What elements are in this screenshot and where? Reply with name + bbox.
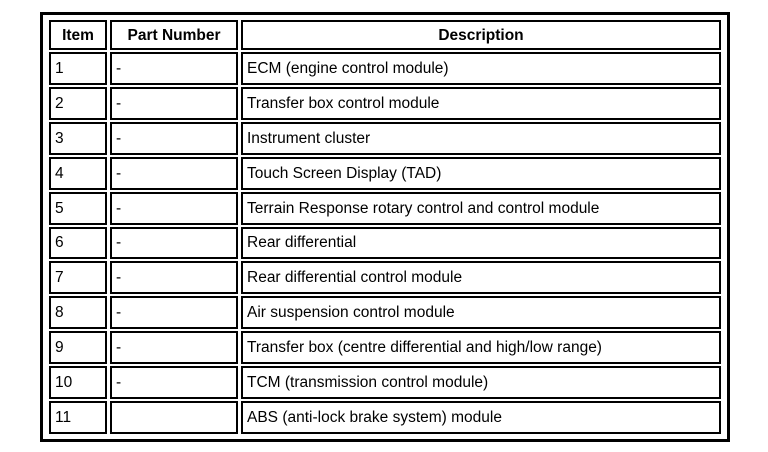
cell-item: 5 bbox=[49, 191, 107, 225]
parts-table-frame: Item Part Number Description 1-ECM (engi… bbox=[40, 12, 730, 442]
column-header-part-number: Part Number bbox=[110, 20, 238, 50]
table-row: 7-Rear differential control module bbox=[49, 261, 721, 295]
cell-description: ECM (engine control module) bbox=[241, 52, 721, 85]
table-row: 5-Terrain Response rotary control and co… bbox=[49, 191, 721, 225]
cell-description: TCM (transmission control module) bbox=[241, 366, 721, 400]
table-row: 1-ECM (engine control module) bbox=[49, 52, 721, 85]
table-row: 6-Rear differential bbox=[49, 226, 721, 260]
cell-description: Rear differential bbox=[241, 226, 721, 260]
table-row: 2-Transfer box control module bbox=[49, 86, 721, 120]
cell-part-number: - bbox=[110, 261, 238, 295]
cell-part-number: - bbox=[110, 52, 238, 85]
cell-part-number: - bbox=[110, 366, 238, 400]
cell-description: Touch Screen Display (TAD) bbox=[241, 156, 721, 190]
parts-table: Item Part Number Description 1-ECM (engi… bbox=[46, 18, 724, 436]
column-header-item: Item bbox=[49, 20, 107, 50]
cell-part-number: - bbox=[110, 226, 238, 260]
table-header-row: Item Part Number Description bbox=[49, 20, 721, 50]
cell-description: Transfer box (centre differential and hi… bbox=[241, 331, 721, 365]
cell-part-number: - bbox=[110, 121, 238, 155]
cell-description: Transfer box control module bbox=[241, 86, 721, 120]
cell-item: 8 bbox=[49, 296, 107, 330]
cell-part-number: - bbox=[110, 331, 238, 365]
cell-item: 3 bbox=[49, 121, 107, 155]
cell-description: Terrain Response rotary control and cont… bbox=[241, 191, 721, 225]
cell-item: 1 bbox=[49, 52, 107, 85]
cell-part-number: - bbox=[110, 296, 238, 330]
column-header-description: Description bbox=[241, 20, 721, 50]
cell-item: 7 bbox=[49, 261, 107, 295]
cell-item: 11 bbox=[49, 401, 107, 434]
table-row: 9-Transfer box (centre differential and … bbox=[49, 331, 721, 365]
table-row: 11 ABS (anti-lock brake system) module bbox=[49, 401, 721, 434]
cell-part-number: - bbox=[110, 191, 238, 225]
cell-description: Instrument cluster bbox=[241, 121, 721, 155]
cell-description: Rear differential control module bbox=[241, 261, 721, 295]
cell-item: 2 bbox=[49, 86, 107, 120]
cell-item: 9 bbox=[49, 331, 107, 365]
table-row: 10-TCM (transmission control module) bbox=[49, 366, 721, 400]
cell-item: 6 bbox=[49, 226, 107, 260]
table-row: 8-Air suspension control module bbox=[49, 296, 721, 330]
cell-description: ABS (anti-lock brake system) module bbox=[241, 401, 721, 434]
cell-part-number: - bbox=[110, 156, 238, 190]
cell-item: 4 bbox=[49, 156, 107, 190]
cell-item: 10 bbox=[49, 366, 107, 400]
table-row: 3-Instrument cluster bbox=[49, 121, 721, 155]
cell-part-number: - bbox=[110, 86, 238, 120]
cell-part-number bbox=[110, 401, 238, 434]
cell-description: Air suspension control module bbox=[241, 296, 721, 330]
table-row: 4-Touch Screen Display (TAD) bbox=[49, 156, 721, 190]
table-body: 1-ECM (engine control module)2-Transfer … bbox=[49, 52, 721, 434]
